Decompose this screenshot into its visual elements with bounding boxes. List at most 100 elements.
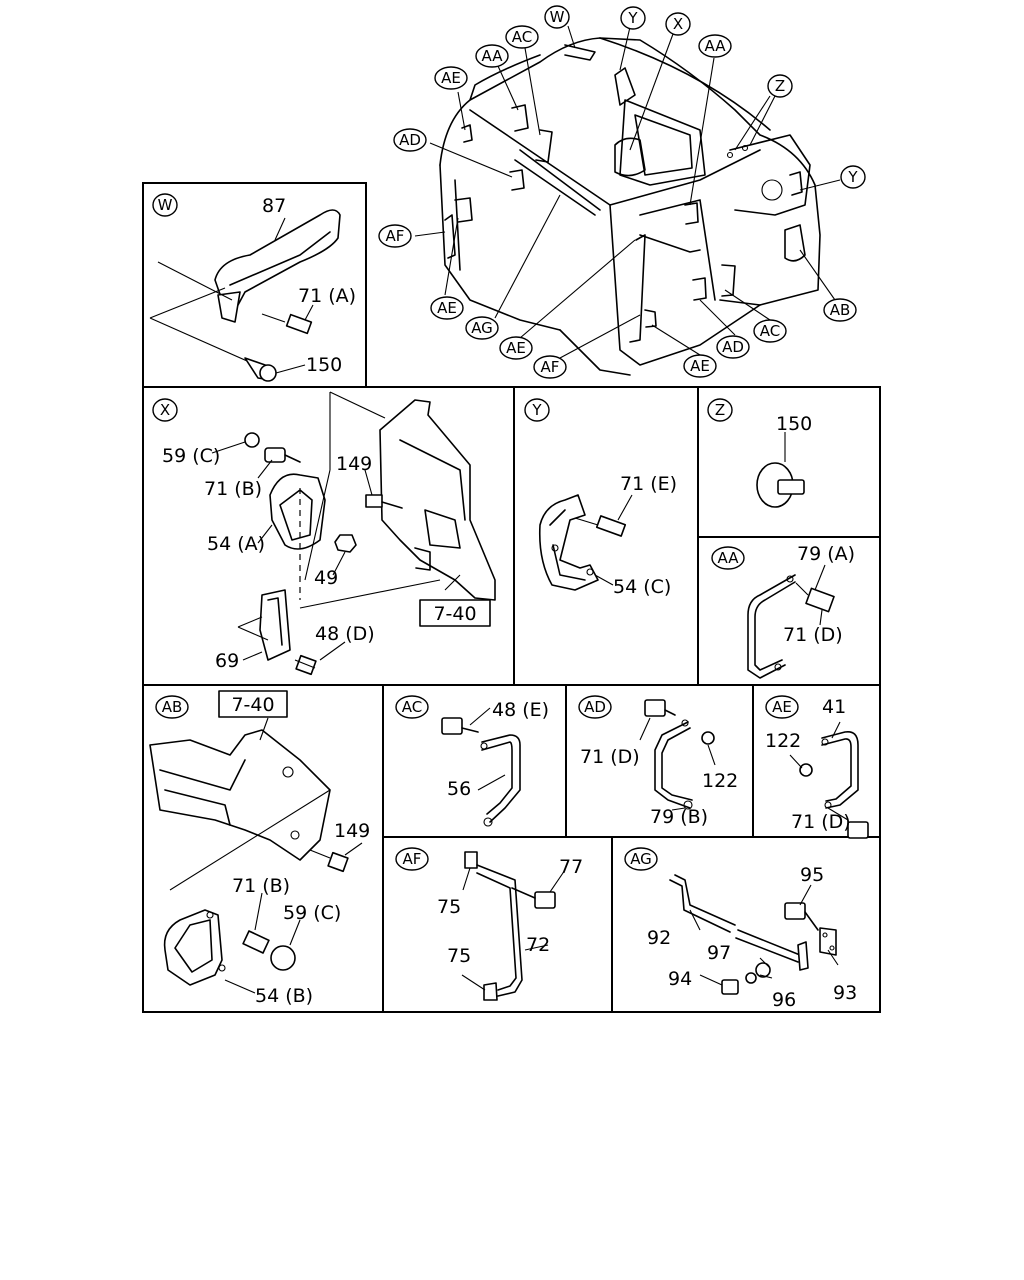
svg-text:AE: AE bbox=[772, 698, 792, 716]
panel-tag-group: W X Y Z AA AB AC AD AE AF AG bbox=[152, 193, 799, 871]
panel-tag-af: AF bbox=[395, 847, 429, 871]
ref-label-ab: 7-40 bbox=[231, 694, 274, 716]
svg-text:AC: AC bbox=[512, 28, 532, 46]
overview-callout-aa-5: AA bbox=[698, 34, 732, 58]
part-label-ag-0: 95 bbox=[800, 864, 824, 886]
svg-text:AB: AB bbox=[162, 698, 183, 716]
svg-text:AF: AF bbox=[541, 358, 560, 376]
svg-text:Y: Y bbox=[627, 9, 638, 27]
svg-text:Z: Z bbox=[775, 77, 785, 95]
panel-z bbox=[756, 432, 805, 508]
svg-text:AB: AB bbox=[830, 301, 851, 319]
part-label-ab-1: 71 (B) bbox=[232, 875, 290, 897]
part-label-ab-3: 54 (B) bbox=[255, 985, 313, 1007]
overview-callout-af-17: AF bbox=[533, 355, 567, 379]
bracket-69 bbox=[259, 589, 291, 661]
panel-tag-ad: AD bbox=[578, 695, 612, 719]
bolt-71a bbox=[261, 313, 313, 335]
part-label-af-3: 75 bbox=[447, 945, 471, 967]
overview-callout-ab-11: AB bbox=[823, 298, 857, 322]
overview-callout-ae-12: AE bbox=[430, 296, 464, 320]
svg-text:AD: AD bbox=[584, 698, 606, 716]
panel-tag-aa: AA bbox=[711, 546, 745, 570]
part-label-ad-1: 122 bbox=[702, 770, 738, 792]
panel-ab bbox=[149, 717, 363, 994]
grab-handle-87 bbox=[214, 209, 341, 306]
panel-ae bbox=[789, 721, 869, 839]
svg-text:Z: Z bbox=[715, 401, 725, 419]
part-label-af-0: 77 bbox=[559, 856, 583, 878]
overview-callout-ae-6: AE bbox=[434, 66, 468, 90]
hook-54a bbox=[269, 473, 326, 550]
svg-text:X: X bbox=[160, 401, 170, 419]
svg-text:W: W bbox=[158, 196, 173, 214]
part-label-ac-1: 56 bbox=[447, 778, 471, 800]
panel-tag-ac: AC bbox=[395, 695, 429, 719]
overview-callout-ac-13: AC bbox=[753, 319, 787, 343]
part-label-ag-3: 93 bbox=[833, 982, 857, 1004]
svg-text:AE: AE bbox=[437, 299, 457, 317]
svg-text:AC: AC bbox=[760, 322, 780, 340]
part-label-x-0: 59 (C) bbox=[162, 445, 220, 467]
panel-ag bbox=[669, 874, 839, 995]
part-label-w-1: 71 (A) bbox=[298, 285, 356, 307]
overview-callout-x-2: X bbox=[665, 12, 691, 36]
overview-callout-ag-14: AG bbox=[465, 316, 499, 340]
trim-panel-7-40 bbox=[379, 399, 496, 601]
overview-cab-illustration bbox=[414, 25, 841, 376]
panel-x bbox=[211, 391, 496, 676]
panel-frames bbox=[142, 182, 881, 1013]
panel-tag-w: W bbox=[152, 193, 178, 217]
svg-text:AC: AC bbox=[402, 698, 422, 716]
part-label-ae-2: 71 (D) bbox=[791, 811, 851, 833]
overview-callout-ae-16: AE bbox=[499, 336, 533, 360]
panel-af bbox=[461, 851, 566, 1001]
overview-callout-w-0: W bbox=[544, 5, 570, 29]
overview-callout-y-9: Y bbox=[840, 165, 866, 189]
part-label-ac-0: 48 (E) bbox=[492, 699, 549, 721]
svg-text:AA: AA bbox=[705, 37, 727, 55]
part-label-w-0: 87 bbox=[262, 195, 286, 217]
part-label-aa-1: 71 (D) bbox=[783, 624, 843, 646]
overview-callout-ad-15: AD bbox=[716, 335, 750, 359]
overview-callout-ac-3: AC bbox=[505, 25, 539, 49]
panel-tag-x: X bbox=[152, 398, 178, 422]
hook-54c bbox=[538, 494, 599, 591]
svg-text:W: W bbox=[550, 8, 565, 26]
part-label-ab-2: 59 (C) bbox=[283, 902, 341, 924]
svg-text:AA: AA bbox=[482, 47, 504, 65]
panel-tag-y: Y bbox=[524, 398, 550, 422]
svg-text:AG: AG bbox=[630, 850, 652, 868]
svg-text:AF: AF bbox=[386, 227, 405, 245]
panel-tag-ag: AG bbox=[624, 847, 658, 871]
part-label-z-0: 150 bbox=[776, 413, 812, 435]
overview-callout-ad-8: AD bbox=[393, 128, 427, 152]
svg-text:X: X bbox=[673, 15, 683, 33]
panel-tag-z: Z bbox=[707, 398, 733, 422]
part-label-ad-2: 79 (B) bbox=[650, 806, 708, 828]
svg-text:AD: AD bbox=[722, 338, 744, 356]
panel-ac bbox=[441, 707, 521, 827]
part-label-af-2: 72 bbox=[526, 934, 550, 956]
panel-w bbox=[149, 209, 341, 382]
ref-label-x: 7-40 bbox=[433, 603, 476, 625]
part-label-ag-2: 97 bbox=[707, 942, 731, 964]
part-label-x-4: 49 bbox=[314, 567, 338, 589]
panel-ad bbox=[639, 699, 716, 811]
overview-callout-y-1: Y bbox=[620, 6, 646, 30]
part-label-af-1: 75 bbox=[437, 896, 461, 918]
svg-text:AA: AA bbox=[718, 549, 740, 567]
overview-callout-z-7: Z bbox=[767, 74, 793, 98]
part-label-w-2: 150 bbox=[306, 354, 342, 376]
panel-tag-ab: AB bbox=[155, 695, 189, 719]
panel-tag-ae: AE bbox=[765, 695, 799, 719]
part-label-x-2: 54 (A) bbox=[207, 533, 265, 555]
part-label-ag-5: 96 bbox=[772, 989, 796, 1011]
part-label-ag-1: 92 bbox=[647, 927, 671, 949]
svg-text:Y: Y bbox=[847, 168, 858, 186]
ref-box-x bbox=[419, 599, 491, 627]
svg-text:AE: AE bbox=[690, 357, 710, 375]
part-label-ae-0: 41 bbox=[822, 696, 846, 718]
